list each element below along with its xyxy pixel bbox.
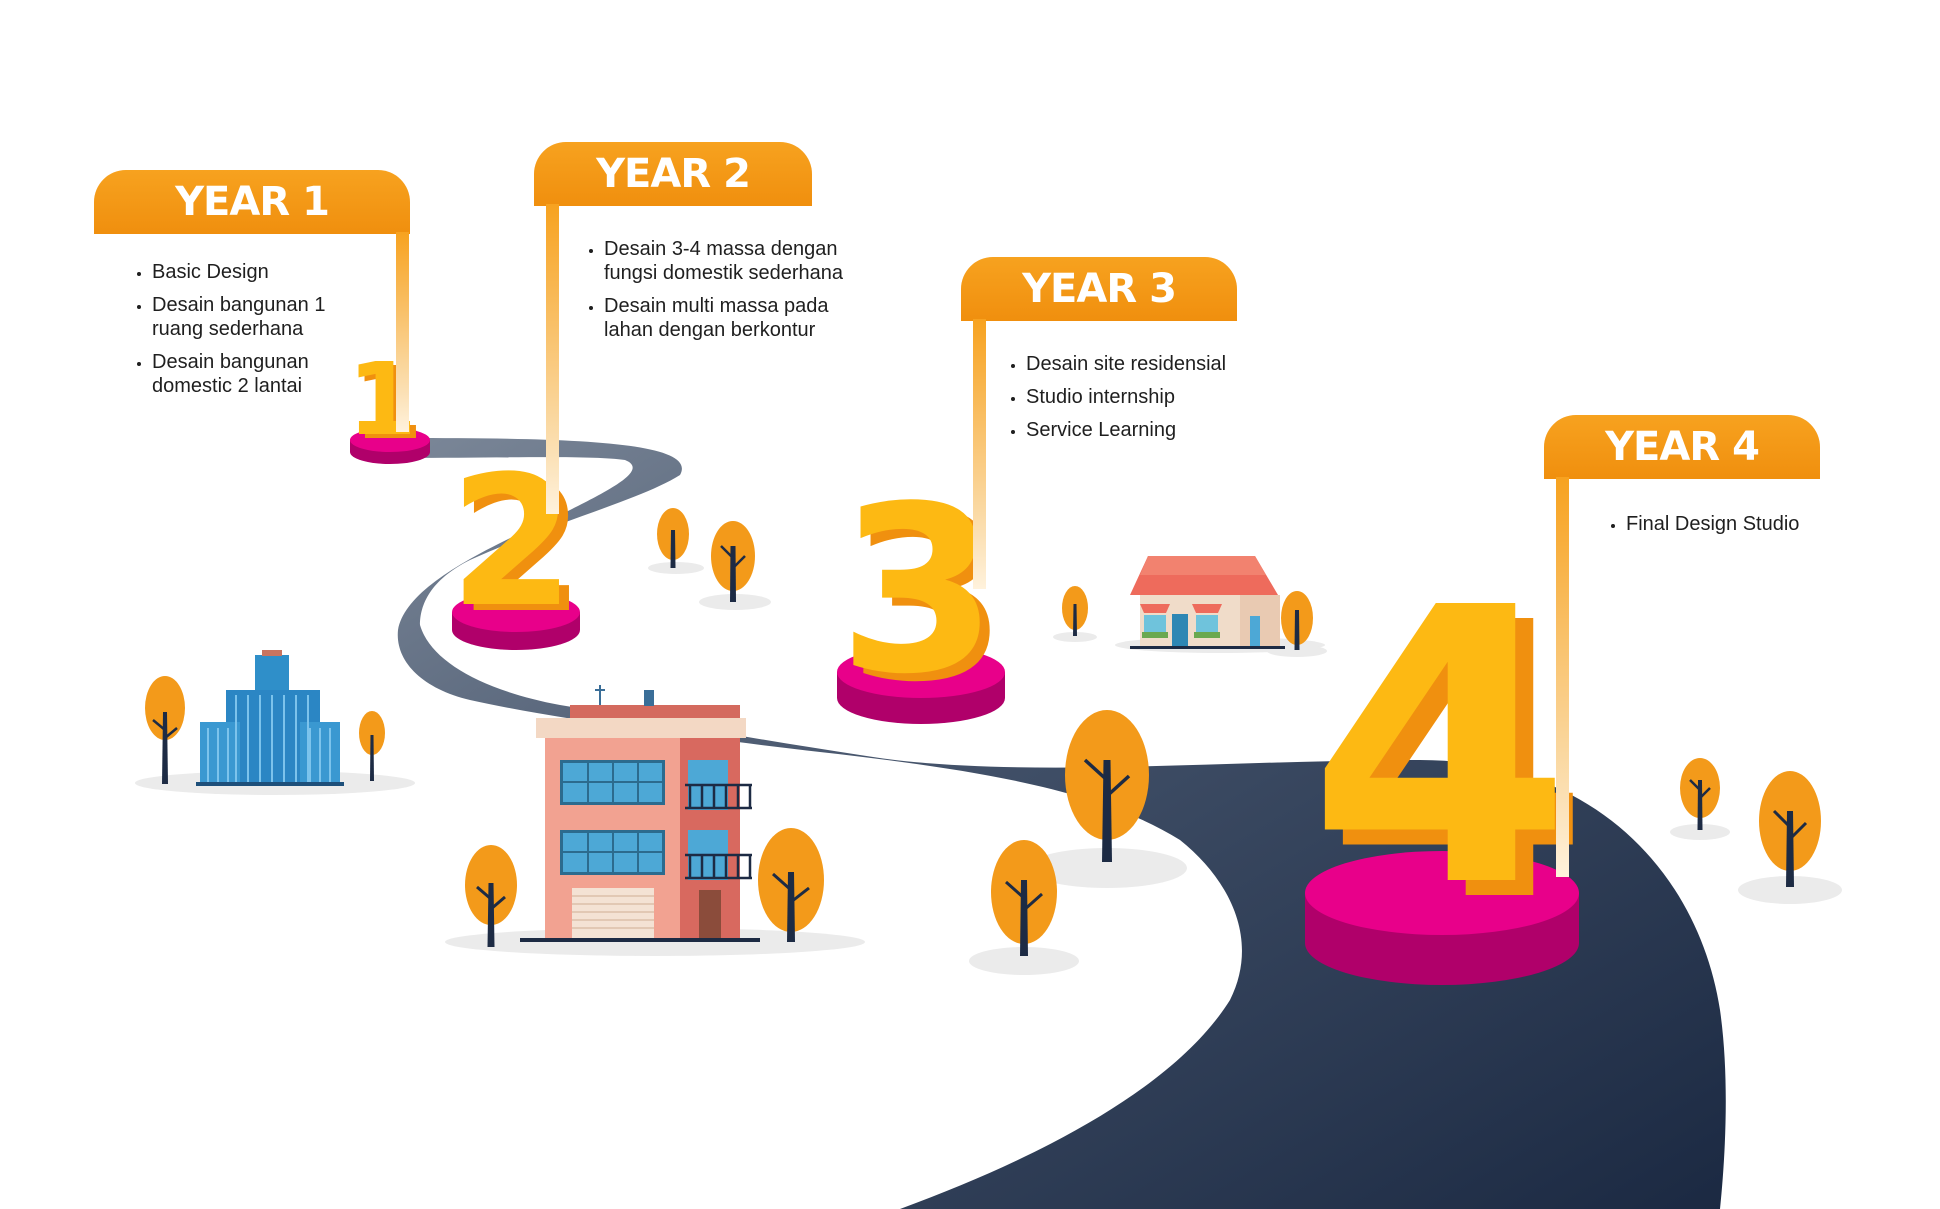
number-4: 4 4 [1308, 527, 1590, 985]
year-1-item: Basic Design [152, 260, 352, 284]
tree-icon [711, 521, 755, 602]
ground-shadow [1738, 876, 1842, 904]
pedestal-2 [452, 592, 580, 650]
tree-icon [1062, 586, 1088, 636]
house-shop-icon [1130, 556, 1285, 649]
tree-icon [1680, 758, 1720, 830]
tree-icon [1759, 771, 1821, 887]
tree-icon [991, 840, 1057, 956]
ground-shadow [1027, 848, 1187, 888]
svg-text:4: 4 [1326, 542, 1590, 985]
year-2-list: Desain 3-4 massa dengan fungsi domestik … [582, 237, 844, 351]
year-3-item: Desain site residensial [1026, 352, 1286, 376]
year-1-item: Desain bangunan 1 ruang sederhana [152, 293, 352, 341]
tree-icon [145, 676, 185, 784]
year-3-list: Desain site residensial Studio internshi… [1004, 352, 1286, 451]
tree-icon [758, 828, 824, 942]
year-4-item: Final Design Studio [1626, 512, 1866, 536]
tree-icon [359, 711, 385, 781]
svg-text:3: 3 [838, 458, 998, 725]
year-3-title: YEAR 3 [961, 257, 1237, 321]
ground-shadow [648, 562, 704, 574]
year-3-item: Studio internship [1026, 385, 1286, 409]
ground-shadow [1670, 824, 1730, 840]
apartment-building-icon [520, 685, 760, 942]
year-1-item: Desain bangunan domestic 2 lantai [152, 350, 352, 398]
year-2-title: YEAR 2 [534, 142, 812, 206]
road [397, 438, 1726, 1209]
year-4-pole [1556, 477, 1569, 877]
year-3-item: Service Learning [1026, 418, 1286, 442]
year-1-pole [396, 232, 409, 432]
pedestal-3 [837, 646, 1005, 724]
year-2-item: Desain 3-4 massa dengan fungsi domestik … [604, 237, 844, 285]
number-2: 2 2 [449, 438, 584, 653]
pedestal-1 [350, 428, 430, 464]
office-tower-icon [196, 650, 344, 786]
number-1: 1 1 [347, 341, 423, 462]
tree-icon [465, 845, 517, 947]
svg-text:4: 4 [1308, 527, 1572, 970]
tree-icon [1281, 591, 1313, 650]
year-2-item: Desain multi massa pada lahan dengan ber… [604, 294, 844, 342]
year-4-title: YEAR 4 [1544, 415, 1820, 479]
svg-text:2: 2 [459, 444, 584, 653]
pedestal-4 [1305, 851, 1579, 985]
ground-shadow [969, 947, 1079, 975]
ground-shadow [1053, 632, 1097, 642]
svg-text:1: 1 [353, 345, 423, 462]
year-1-list: Basic Design Desain bangunan 1 ruang sed… [130, 260, 352, 407]
year-4-list: Final Design Studio [1604, 512, 1866, 545]
year-3-pole [973, 319, 986, 589]
year-2-pole [546, 204, 559, 514]
number-3: 3 3 [838, 458, 1008, 733]
tree-icon [657, 508, 689, 568]
year-1-title: YEAR 1 [94, 170, 410, 234]
tree-icon [1065, 710, 1149, 862]
